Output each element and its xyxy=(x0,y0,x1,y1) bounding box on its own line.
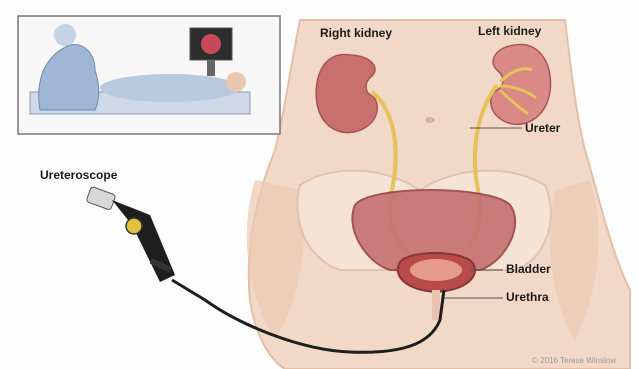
ureter-label: Ureter xyxy=(525,121,560,135)
copyright-credit: © 2016 Terese Winslow xyxy=(532,356,616,365)
ureteroscope-label: Ureteroscope xyxy=(40,168,117,182)
left-kidney-label: Left kidney xyxy=(478,24,541,38)
urethra-channel xyxy=(432,290,440,320)
scope-valve xyxy=(126,218,142,234)
inset-surgeon-head xyxy=(54,24,76,46)
right-kidney xyxy=(316,55,377,133)
scope-eyepiece xyxy=(86,186,116,210)
navel xyxy=(425,117,435,123)
bladder-opening xyxy=(410,259,462,281)
urethra-label: Urethra xyxy=(506,290,549,304)
bladder-label: Bladder xyxy=(506,262,551,276)
inset-patient-head xyxy=(226,72,246,92)
right-kidney-label: Right kidney xyxy=(320,26,392,40)
inset-patient xyxy=(100,74,240,102)
inset-monitor-stand xyxy=(207,60,215,76)
inset-monitor-screen xyxy=(201,34,221,54)
